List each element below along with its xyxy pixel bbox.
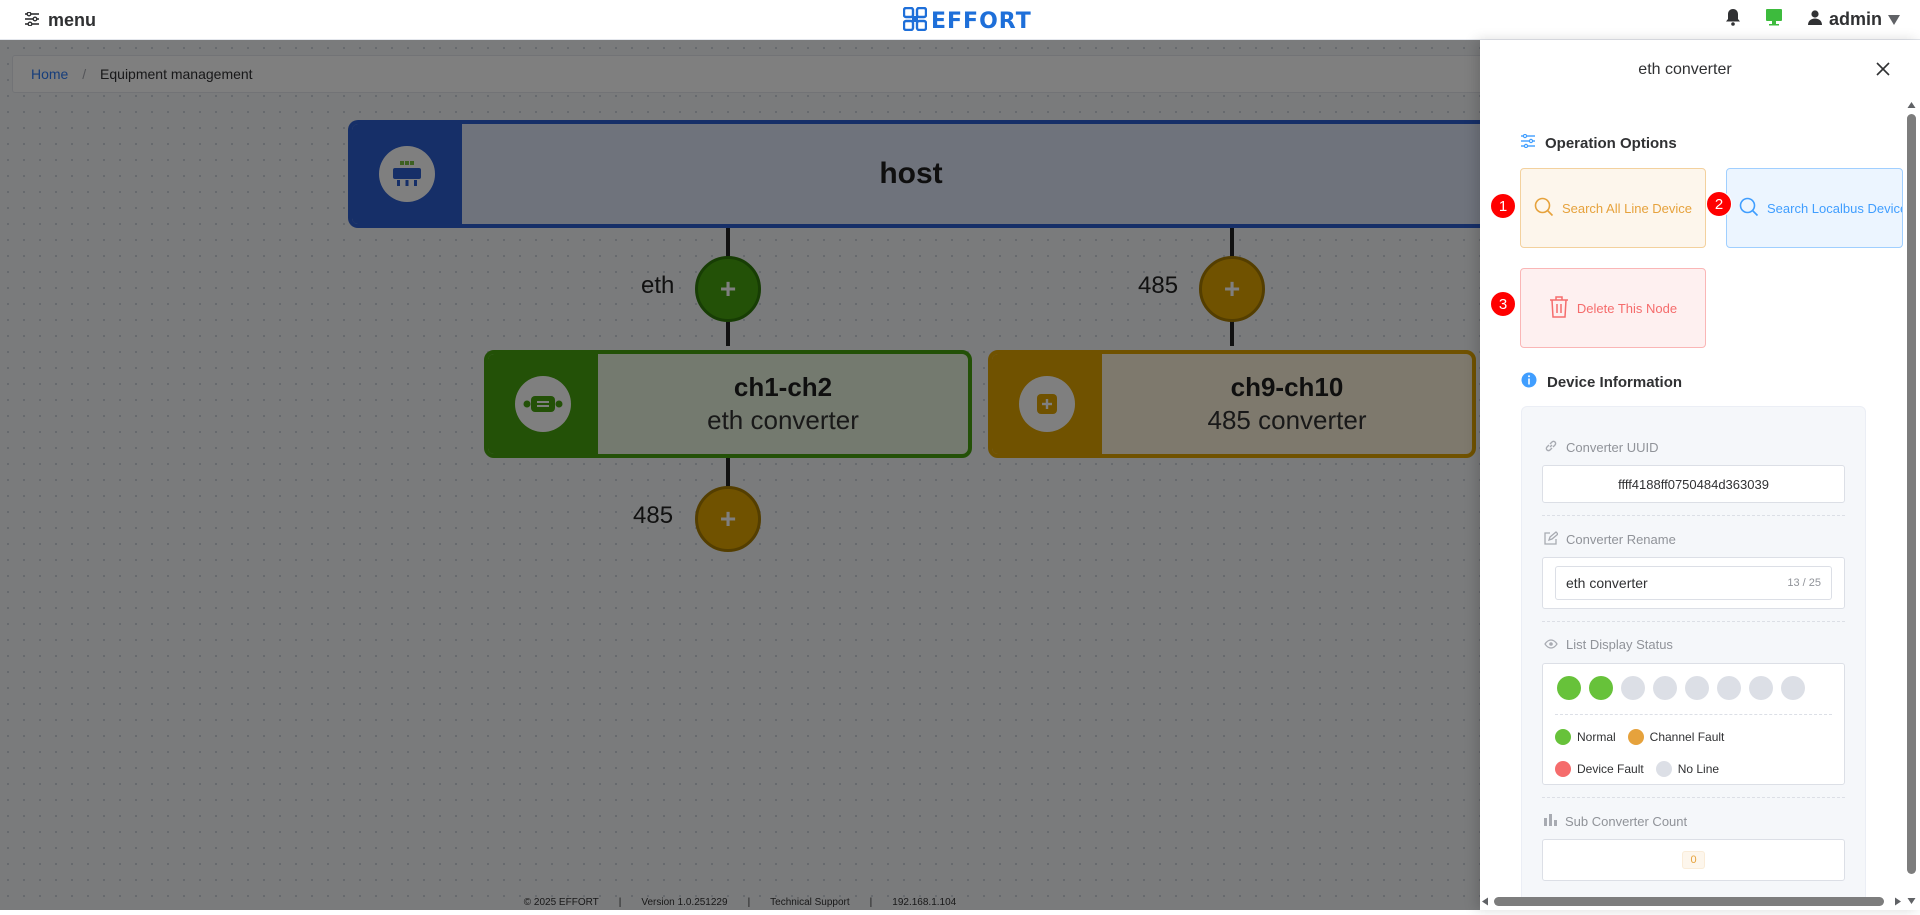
search-icon [1534, 197, 1554, 220]
rename-input-value: eth converter [1566, 575, 1648, 591]
uuid-value: ffff4188ff0750484d363039 [1542, 465, 1845, 503]
user-name: admin [1828, 9, 1882, 29]
eye-icon [1544, 637, 1558, 652]
sliders-icon [1521, 133, 1535, 152]
status-dot [1717, 676, 1741, 700]
rename-label-text: Converter Rename [1566, 532, 1676, 547]
logo: EFFORT [902, 6, 1032, 36]
drawer-title: eth converter [1638, 61, 1732, 78]
bell-icon[interactable] [1725, 8, 1741, 31]
device-information-title: Device Information [1547, 373, 1683, 391]
status-dot [1653, 676, 1677, 700]
operation-options-header: Operation Options [1521, 133, 1677, 152]
device-info-card: Converter UUID ffff4188ff0750484d363039 … [1521, 406, 1866, 906]
rename-input[interactable]: eth converter 13 / 25 [1555, 566, 1832, 600]
search-localbus-device-label: Search Localbus Device [1767, 200, 1903, 216]
link-icon [1544, 439, 1558, 456]
search-icon [1739, 197, 1759, 220]
menu-label: menu [48, 10, 97, 30]
legend-label: Channel Fault [1649, 730, 1725, 744]
status-dot [1749, 676, 1773, 700]
status-dot [1589, 676, 1613, 700]
logo-mark-icon [902, 6, 928, 36]
sliders-icon [24, 10, 40, 31]
search-all-line-device-button[interactable]: Search All Line Device [1520, 168, 1706, 248]
status-dot [1621, 676, 1645, 700]
top-bar: menu EFFORT admin [0, 0, 1920, 40]
menu-button[interactable]: menu [24, 10, 96, 31]
delete-node-label: Delete This Node [1576, 300, 1678, 316]
monitor-icon[interactable] [1765, 8, 1783, 31]
search-all-line-device-label: Search All Line Device [1561, 200, 1693, 216]
user-menu[interactable]: admin [1807, 9, 1900, 30]
uuid-label: Converter UUID [1544, 439, 1658, 456]
legend-label: Device Fault [1577, 762, 1644, 776]
status-label-text: List Display Status [1566, 637, 1673, 652]
sub-count-label-text: Sub Converter Count [1565, 813, 1688, 829]
legend-item: No Line [1655, 755, 1720, 783]
bar-chart-icon [1544, 813, 1557, 829]
step-badge: 1 [1490, 193, 1516, 219]
info-icon [1521, 372, 1537, 392]
status-dot [1685, 676, 1709, 700]
divider [1542, 515, 1845, 516]
status-label: List Display Status [1544, 637, 1673, 652]
sub-count-value: 0 [1682, 851, 1705, 869]
edit-icon [1544, 531, 1559, 548]
legend-item: Device Fault [1555, 755, 1644, 783]
step-badge: 2 [1706, 191, 1732, 217]
legend-item: Normal [1555, 723, 1616, 751]
status-dot [1557, 676, 1581, 700]
divider [1542, 621, 1845, 622]
rename-field-wrapper: eth converter 13 / 25 [1542, 557, 1845, 609]
legend-dot [1655, 761, 1672, 777]
operation-options-title: Operation Options [1545, 134, 1677, 152]
step-badge: 3 [1490, 291, 1516, 317]
divider [1542, 797, 1845, 798]
search-localbus-device-button[interactable]: Search Localbus Device [1726, 168, 1903, 248]
device-drawer: eth converter Operation Options Search A… [1480, 40, 1920, 910]
legend-dot [1627, 729, 1644, 745]
legend-label: Normal [1577, 730, 1616, 744]
logo-text: EFFORT [931, 9, 1032, 34]
rename-label: Converter Rename [1544, 531, 1676, 548]
legend-dot [1555, 729, 1571, 745]
user-icon [1807, 9, 1823, 30]
delete-node-button[interactable]: Delete This Node [1520, 268, 1706, 348]
modal-overlay[interactable] [0, 40, 1480, 910]
sub-count-label: Sub Converter Count [1544, 813, 1687, 829]
close-icon[interactable] [1873, 59, 1893, 79]
caret-down-icon [1888, 9, 1900, 30]
device-information-header: Device Information [1521, 372, 1682, 392]
status-dots [1555, 676, 1832, 704]
rename-char-count: 13 / 25 [1787, 577, 1821, 589]
legend-dot [1555, 761, 1571, 777]
vertical-scrollbar[interactable] [1903, 100, 1920, 906]
sub-count-box: 0 [1542, 839, 1845, 881]
legend-label: No Line [1677, 762, 1720, 776]
status-dot [1781, 676, 1805, 700]
horizontal-scrollbar[interactable] [1480, 893, 1903, 910]
divider [1555, 714, 1832, 715]
trash-icon [1549, 295, 1569, 321]
legend-item: Channel Fault [1627, 723, 1725, 751]
uuid-label-text: Converter UUID [1566, 440, 1659, 455]
